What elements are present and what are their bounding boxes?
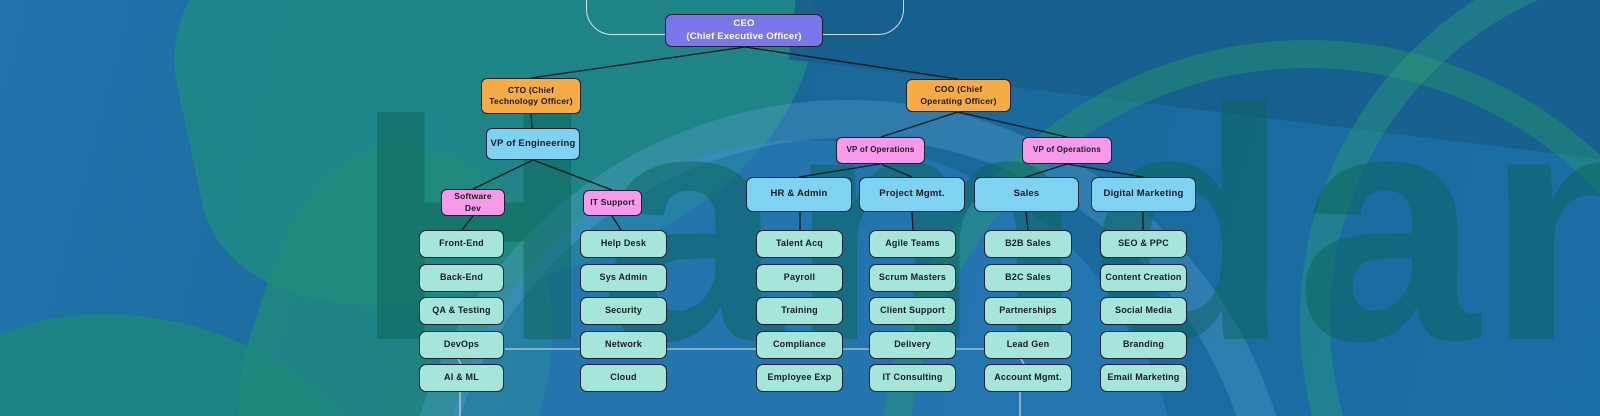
org-node-front-end[interactable]: Front-End [419, 230, 504, 258]
org-node-content-creation[interactable]: Content Creation [1100, 264, 1187, 292]
org-node-scrum-masters[interactable]: Scrum Masters [869, 264, 956, 292]
org-node-ai-ml[interactable]: AI & ML [419, 364, 504, 392]
org-node-ceo[interactable]: CEO (Chief Executive Officer) [665, 14, 823, 47]
org-node-project-mgmt[interactable]: Project Mgmt. [859, 177, 965, 212]
org-node-account-mgmt[interactable]: Account Mgmt. [984, 364, 1072, 392]
org-node-help-desk[interactable]: Help Desk [580, 230, 667, 258]
org-node-sales[interactable]: Sales [974, 177, 1079, 212]
org-node-delivery[interactable]: Delivery [869, 331, 956, 359]
org-node-cto[interactable]: CTO (Chief Technology Officer) [481, 78, 581, 114]
org-node-it-support[interactable]: IT Support [583, 190, 642, 216]
org-node-social-media[interactable]: Social Media [1100, 297, 1187, 325]
org-node-b2b-sales[interactable]: B2B Sales [984, 230, 1072, 258]
org-node-talent-acq[interactable]: Talent Acq [756, 230, 843, 258]
org-node-software-dev[interactable]: Software Dev [441, 189, 505, 216]
org-node-compliance[interactable]: Compliance [756, 331, 843, 359]
org-node-seo-ppc[interactable]: SEO & PPC [1100, 230, 1187, 258]
org-node-hr-admin[interactable]: HR & Admin [746, 177, 852, 212]
org-node-partnerships[interactable]: Partnerships [984, 297, 1072, 325]
org-node-coo[interactable]: COO (Chief Operating Officer) [906, 79, 1011, 112]
org-node-cloud[interactable]: Cloud [580, 364, 667, 392]
org-node-b2c-sales[interactable]: B2C Sales [984, 264, 1072, 292]
org-node-email-marketing[interactable]: Email Marketing [1100, 364, 1187, 392]
org-node-vp-operations-left[interactable]: VP of Operations [836, 137, 925, 164]
org-node-security[interactable]: Security [580, 297, 667, 325]
org-node-vp-operations-right[interactable]: VP of Operations [1022, 137, 1112, 164]
org-node-digital-marketing[interactable]: Digital Marketing [1091, 177, 1196, 212]
org-node-employee-exp[interactable]: Employee Exp [756, 364, 843, 392]
org-node-payroll[interactable]: Payroll [756, 264, 843, 292]
org-node-branding[interactable]: Branding [1100, 331, 1187, 359]
org-node-training[interactable]: Training [756, 297, 843, 325]
org-node-client-support[interactable]: Client Support [869, 297, 956, 325]
org-node-qa-testing[interactable]: QA & Testing [419, 297, 504, 325]
watermark-text: Hamdan [355, 40, 1600, 409]
org-node-it-consulting[interactable]: IT Consulting [869, 364, 956, 392]
org-node-network[interactable]: Network [580, 331, 667, 359]
org-node-back-end[interactable]: Back-End [419, 264, 504, 292]
org-node-devops[interactable]: DevOps [419, 331, 504, 359]
org-node-sys-admin[interactable]: Sys Admin [580, 264, 667, 292]
org-node-agile-teams[interactable]: Agile Teams [869, 230, 956, 258]
org-node-lead-gen[interactable]: Lead Gen [984, 331, 1072, 359]
org-node-vp-engineering[interactable]: VP of Engineering [486, 128, 580, 160]
